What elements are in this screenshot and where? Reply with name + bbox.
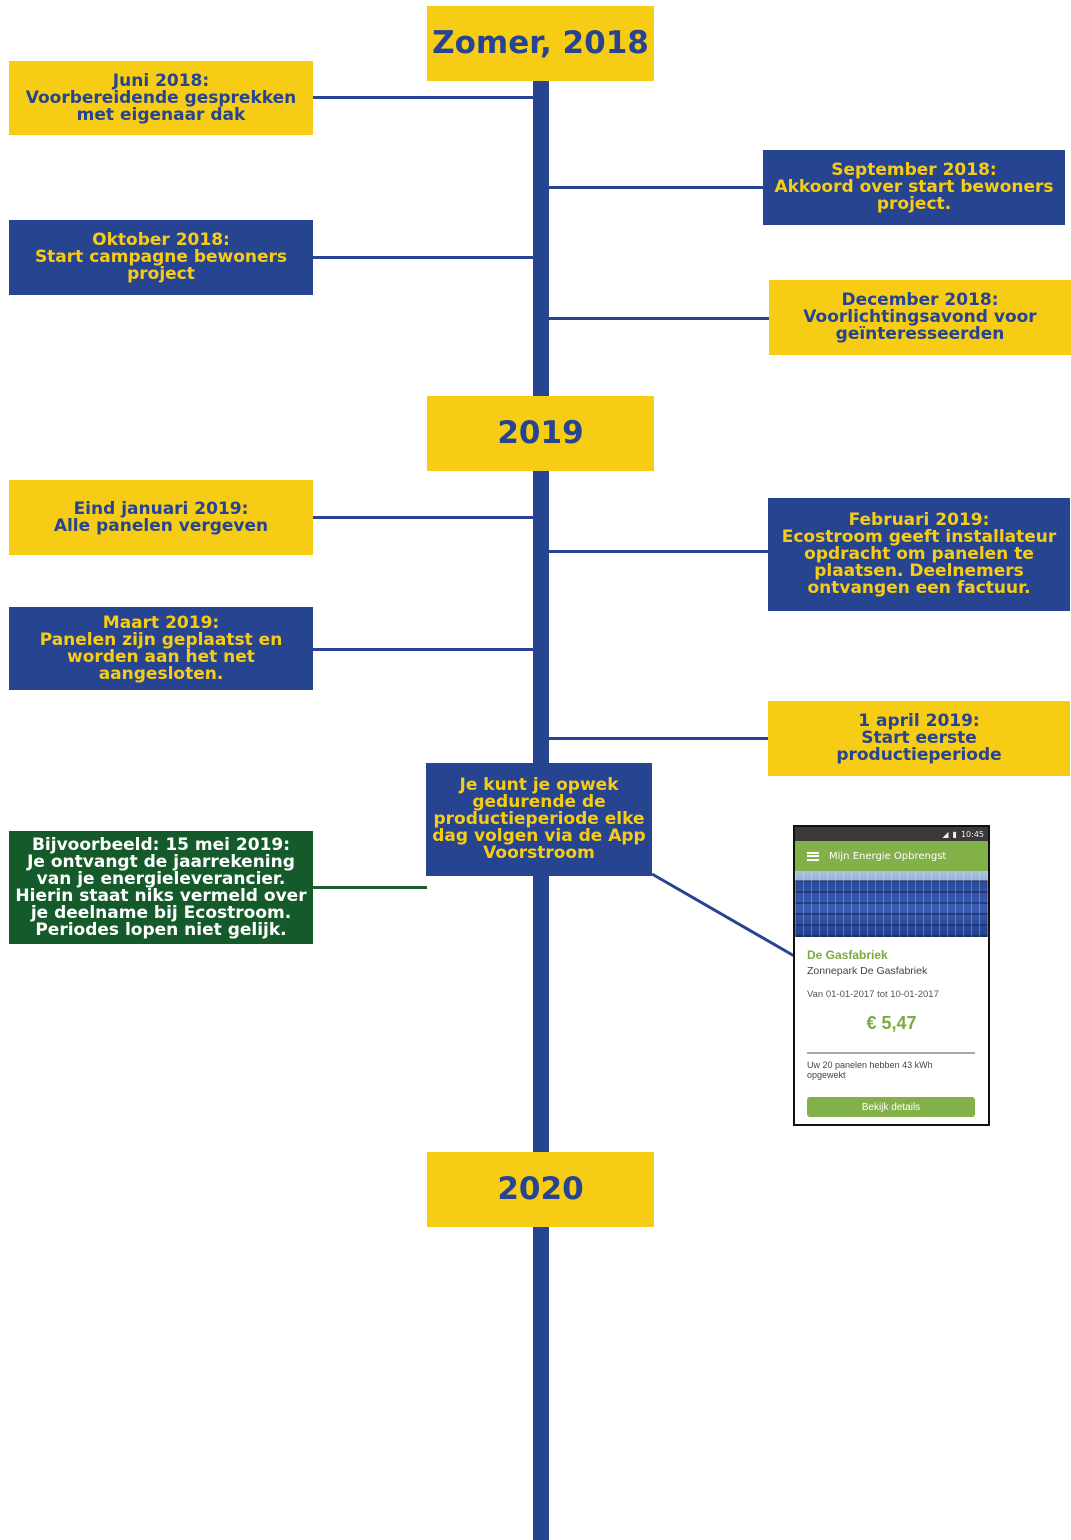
app-bar: Mijn Energie Opbrengst [795,841,988,871]
connector-jan2019 [313,516,535,519]
connector-apr2019 [547,737,768,740]
details-button: Bekijk details [807,1097,975,1117]
event-september-2018: September 2018:Akkoord over start bewone… [763,150,1065,225]
connector-dec2018 [547,317,769,320]
event-mei-2019-example: Bijvoorbeeld: 15 mei 2019:Je ontvangt de… [9,831,313,944]
date-range: Van 01-01-2017 tot 10-01-2017 [807,989,939,1000]
menu-icon [807,851,819,861]
project-name: De Gasfabriek [807,948,888,962]
signal-icon: ◢ [942,829,949,839]
yield-amount: € 5,47 [866,1013,917,1033]
app-title: Mijn Energie Opbrengst [829,850,947,862]
project-subtitle: Zonnepark De Gasfabriek [807,965,928,977]
connector-mrt2019 [313,648,535,651]
battery-icon: ▮ [952,829,957,839]
year-header-2020: 2020 [427,1152,654,1227]
year-header-2018: Zomer, 2018 [427,6,654,81]
year-header-2019: 2019 [427,396,654,471]
connector-sep2018 [547,186,763,189]
connector-feb2019 [547,550,768,553]
connector-mei2019 [313,886,427,889]
status-time: 10:45 [960,829,984,839]
production-note: Uw 20 panelen hebben 43 kWh opgewekt [807,1060,933,1080]
event-februari-2019: Februari 2019:Ecostroom geeft installate… [768,498,1070,611]
connector-juni2018 [313,96,535,99]
event-januari-2019: Eind januari 2019:Alle panelen vergeven [9,480,313,555]
divider [807,1052,975,1054]
connector-okt2018 [313,256,535,259]
phone-status-bar: ◢ ▮ 10:45 [795,827,988,841]
solar-panels-photo [795,871,988,937]
phone-app-screenshot: ◢ ▮ 10:45 Mijn Energie Opbrengst De Gasf… [793,825,990,1126]
